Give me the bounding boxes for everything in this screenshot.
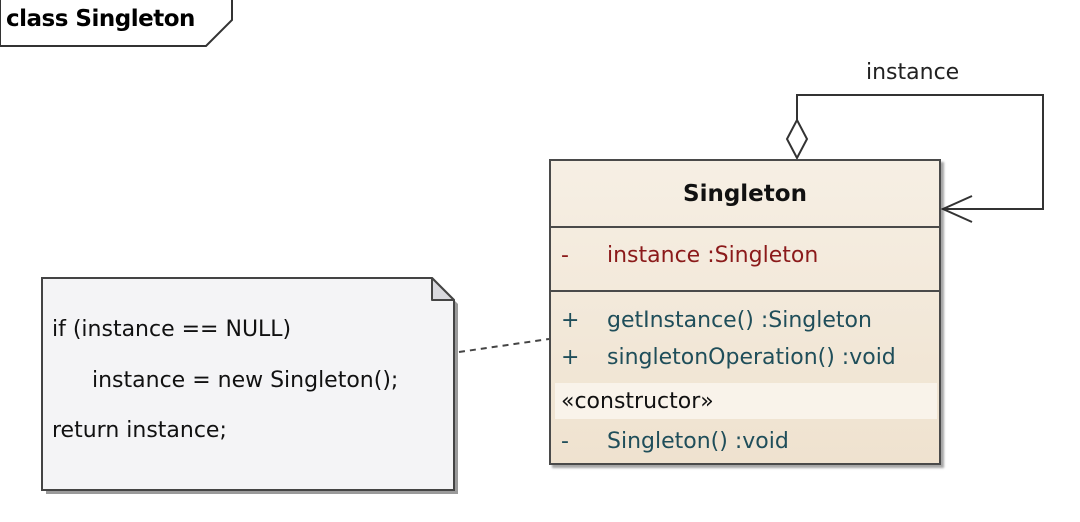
note-shape — [41, 277, 455, 491]
operation-text: getInstance() :Singleton — [607, 307, 872, 333]
operation-compartment-divider — [551, 290, 939, 292]
class-name: Singleton — [683, 181, 807, 207]
visibility-marker: + — [561, 344, 580, 370]
visibility-marker: - — [561, 428, 569, 454]
frame-tab — [0, 0, 233, 47]
attribute-text: instance :Singleton — [607, 242, 819, 268]
note-line: return instance; — [52, 418, 227, 443]
constructor-stereotype-band — [555, 383, 937, 419]
visibility-marker: - — [561, 242, 569, 268]
constructor-text: Singleton() :void — [607, 428, 789, 454]
operation-singleton-operation[interactable]: + singletonOperation() :void — [561, 341, 896, 373]
operation-text: singletonOperation() :void — [607, 344, 896, 370]
self-association-line — [796, 94, 1044, 210]
note-line: if (instance == NULL) — [52, 317, 292, 342]
attribute-instance[interactable]: - instance :Singleton — [561, 239, 818, 271]
note-line: instance = new Singleton(); — [92, 368, 399, 393]
note-connector — [458, 338, 550, 353]
attribute-compartment-divider — [551, 226, 939, 228]
constructor-stereotype: «constructor» — [561, 388, 714, 414]
navigation-arrowhead — [940, 195, 973, 223]
constructor-singleton[interactable]: - Singleton() :void — [561, 425, 789, 457]
operation-get-instance[interactable]: + getInstance() :Singleton — [561, 304, 872, 336]
aggregation-diamond — [785, 117, 809, 161]
frame-label: class Singleton — [6, 6, 195, 32]
class-box-singleton[interactable]: Singleton - instance :Singleton + getIns… — [549, 159, 941, 465]
visibility-marker: + — [561, 307, 580, 333]
note-dog-ear — [431, 277, 455, 301]
association-role-label: instance — [866, 60, 960, 85]
